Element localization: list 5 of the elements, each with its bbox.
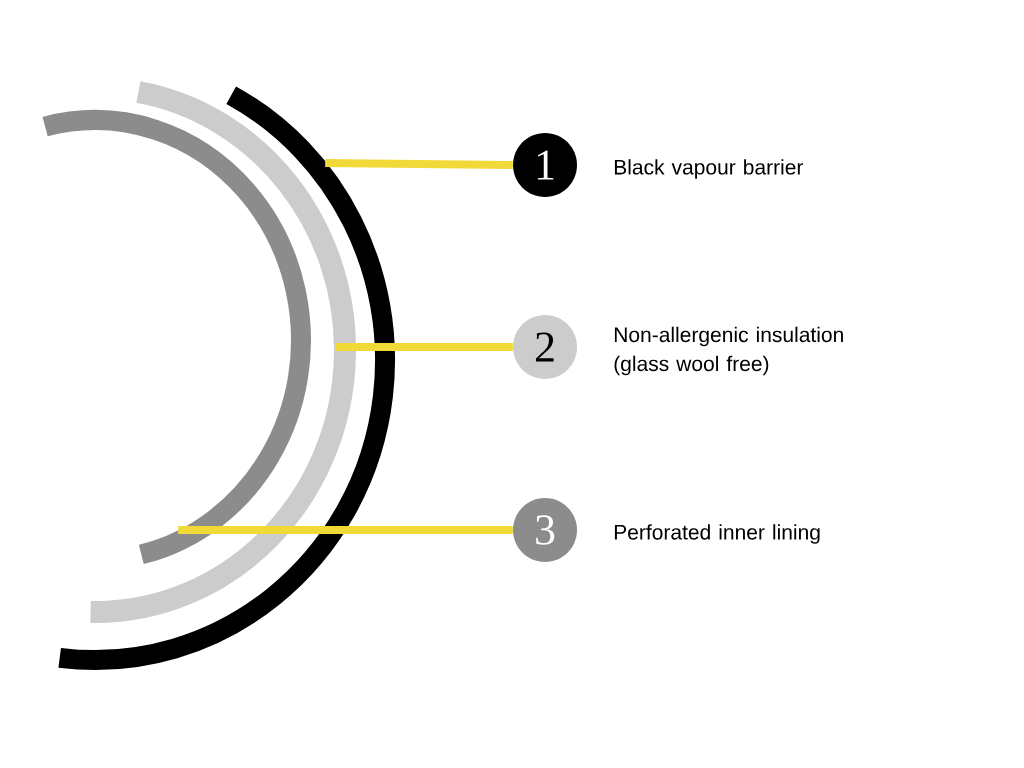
- layer-arc: [42, 110, 311, 564]
- layer-arc: [59, 86, 395, 670]
- layer-label: Black vapour barrier: [614, 159, 804, 179]
- layer-label: Perforated inner lining: [614, 524, 820, 544]
- layer-label: Non-allergenic insulation (glass wool free): [614, 326, 843, 376]
